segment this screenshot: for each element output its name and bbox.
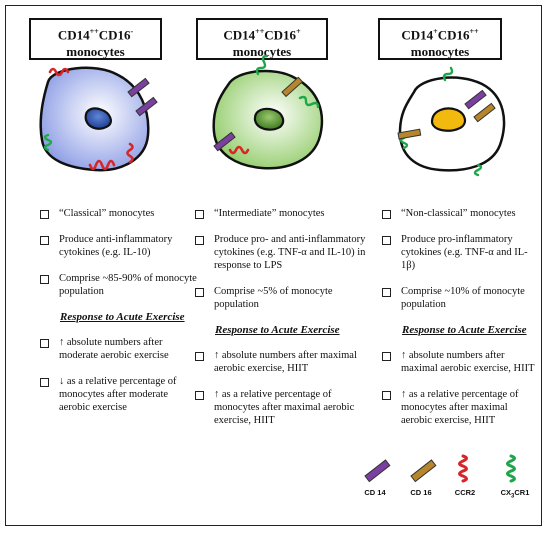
list-item: Produce anti-inflammatory cytokines (e.g… — [38, 233, 198, 259]
checkbox-icon — [382, 210, 391, 219]
ccr2-receptor — [228, 145, 250, 155]
section-heading: Response to Acute Exercise — [60, 311, 185, 323]
list-item: “Non-classical” monocytes — [380, 207, 540, 220]
column-nonclassical: “Non-classical” monocytes Produce pro-in… — [380, 207, 540, 440]
list-item: Produce pro- and anti-inflammatory cytok… — [193, 233, 371, 272]
list-item: ↑ as a relative percentage of monocytes … — [380, 388, 540, 427]
cd14-receptor — [127, 77, 158, 117]
checkbox-icon — [195, 288, 204, 297]
checkbox-icon — [382, 288, 391, 297]
list-item: ↓ as a relative percentage of monocytes … — [38, 375, 198, 414]
cx3cr1-receptor — [399, 66, 483, 177]
intermediate-monocyte-cell — [212, 69, 324, 170]
checkbox-icon — [195, 210, 204, 219]
section-heading: Response to Acute Exercise — [215, 324, 340, 336]
checkbox-icon — [195, 352, 204, 361]
cd14-receptor — [213, 131, 236, 152]
list-item: Produce pro-inflammatory cytokines (e.g.… — [380, 233, 540, 272]
checkbox-icon — [195, 236, 204, 245]
section-heading: Response to Acute Exercise — [402, 324, 527, 336]
checkbox-icon — [382, 391, 391, 400]
list-item: ↑ absolute numbers after maximal aerobic… — [380, 349, 540, 375]
list-item: “Classical” monocytes — [38, 207, 198, 220]
list-item: “Intermediate” monocytes — [193, 207, 371, 220]
legend-label-cx3cr1: CX3CR1 — [500, 488, 530, 500]
title-nonclassical: CD14+CD16++ monocytes — [378, 18, 502, 60]
checkbox-icon — [382, 236, 391, 245]
legend-label-ccr2: CCR2 — [454, 488, 476, 497]
cd16-receptor — [397, 102, 496, 140]
column-classical: “Classical” monocytes Produce anti-infla… — [38, 207, 198, 427]
cx3cr1-legend-icon — [506, 454, 516, 483]
list-item: ↑ as a relative percentage of monocytes … — [193, 388, 371, 427]
title-classical: CD14++CD16- monocytes — [29, 18, 162, 60]
ccr2-legend-icon — [458, 454, 468, 483]
cd16-legend-icon — [410, 459, 437, 483]
ccr2-receptor — [48, 67, 134, 171]
list-item: Comprise ~85-90% of monocyte population — [38, 272, 198, 298]
cx3cr1-receptor — [43, 133, 53, 152]
checkbox-icon — [40, 339, 49, 348]
list-item: ↑ absolute numbers after moderate aerobi… — [38, 336, 198, 362]
checkbox-icon — [195, 391, 204, 400]
checkbox-icon — [40, 378, 49, 387]
cd16-receptor — [281, 76, 304, 98]
classical-monocyte-cell — [39, 66, 150, 172]
legend-label-cd14: CD 14 — [364, 488, 386, 497]
cx3cr1-receptor — [255, 54, 320, 109]
nonclassical-monocyte-cell — [398, 76, 506, 172]
figure-frame — [5, 5, 542, 526]
checkbox-icon — [382, 352, 391, 361]
title-intermediate: CD14++CD16+ monocytes — [196, 18, 328, 60]
checkbox-icon — [40, 210, 49, 219]
cell-illustrations — [39, 54, 506, 177]
checkbox-icon — [40, 275, 49, 284]
list-item: ↑ absolute numbers after maximal aerobic… — [193, 349, 371, 375]
list-item: Comprise ~5% of monocyte population — [193, 285, 371, 311]
receptor-legend: CD 14 CD 16 CCR2 CX3CR1 — [355, 452, 540, 502]
column-intermediate: “Intermediate” monocytes Produce pro- an… — [193, 207, 371, 440]
cd14-legend-icon — [364, 459, 391, 483]
list-item: Comprise ~10% of monocyte population — [380, 285, 540, 311]
cd14-receptor — [464, 89, 487, 110]
checkbox-icon — [40, 236, 49, 245]
legend-label-cd16: CD 16 — [410, 488, 432, 497]
